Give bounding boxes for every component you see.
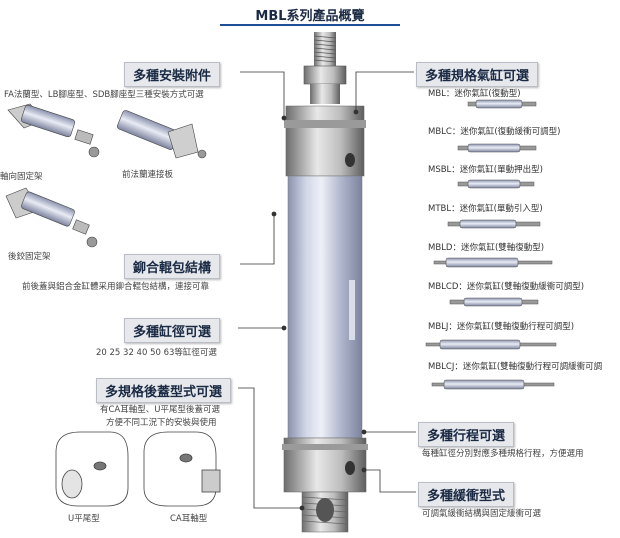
alloy-structure-desc: 前後蓋與鋁合金缸體采用鉚合輥包結構，連接可靠	[22, 282, 210, 292]
rear-cap-label: 多規格後蓋型式可選	[96, 378, 232, 403]
mount-accessory-label: 多種安裝附件	[124, 62, 221, 87]
title-underline	[220, 24, 400, 26]
rear-cap-desc-2: 方便不同工況下的安裝與使用	[106, 418, 217, 428]
accessory-sketches	[5, 103, 207, 248]
model-mblcj: MBLCJ：迷你氣缸(雙軸復動行程可調緩衝可調	[428, 362, 603, 372]
caption-axial-bracket: 軸向固定架	[0, 172, 43, 182]
alloy-structure-label: 鉚合輥包結構	[124, 254, 221, 279]
caption-front-flange: 前法蘭連接板	[122, 170, 174, 180]
stroke-option-label: 多種行程可選	[418, 422, 515, 447]
bore-size-desc: 20 25 32 40 50 63等缸徑可選	[96, 348, 217, 358]
mount-accessory-desc: FA法蘭型、LB腳座型、SDB腳座型三種安裝方式可選	[4, 90, 204, 100]
caption-u-flat: U平尾型	[68, 514, 100, 524]
model-mbld: MBLD：迷你氣缸(雙軸復動型)	[428, 243, 545, 253]
bore-size-label: 多種缸徑可選	[124, 318, 221, 343]
rear-cap-desc-1: 有CA耳軸型、U平尾型後蓋可選	[100, 405, 220, 415]
cushion-type-label: 多種緩衝型式	[418, 482, 515, 507]
caption-rear-clevis: 後鉸固定架	[8, 252, 51, 262]
model-msbl: MSBL：迷你氣缸(單動押出型)	[428, 165, 543, 175]
model-mblcd: MBLCD：迷你氣缸(雙軸復動緩衝可調型)	[428, 282, 585, 292]
cushion-type-desc: 可調氣緩衝結構與固定緩衝可選	[422, 509, 542, 519]
page-title: MBL系列產品概覽	[255, 9, 365, 24]
main-cylinder	[282, 32, 368, 533]
rear-cap-sketches	[55, 431, 221, 507]
caption-ca-clevis: CA耳軸型	[170, 514, 208, 524]
model-mblj: MBLJ：迷你氣缸(雙軸復動行程可調型)	[428, 322, 575, 332]
model-mtbl: MTBL：迷你氣缸(單動引入型)	[428, 204, 543, 214]
model-thumbnails	[425, 99, 557, 390]
stroke-option-desc: 每種缸徑分別對應多種規格行程，方便選用	[422, 449, 584, 459]
model-mblc: MBLC：迷你氣缸(復動緩衝可調型)	[428, 127, 561, 137]
connector-lines	[238, 71, 416, 511]
model-mbl: MBL：迷你氣缸(復動型)	[428, 89, 521, 99]
cylinder-spec-label: 多種規格氣缸可選	[416, 62, 539, 87]
